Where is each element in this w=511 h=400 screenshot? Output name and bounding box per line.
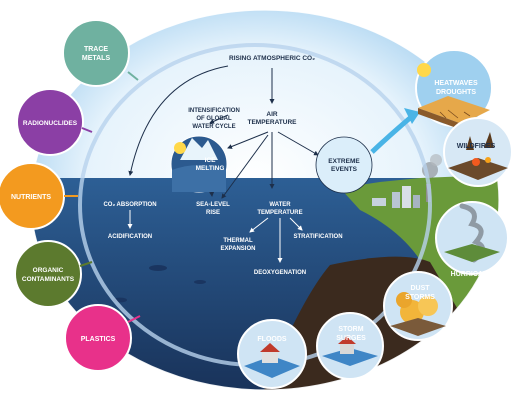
organic-contaminants-label-1: ORGANIC	[33, 267, 64, 274]
acidification-label: ACIDIFICATION	[108, 234, 152, 240]
dust-storms-label-1: DUST	[410, 285, 430, 292]
deoxygenation-label: DEOXYGENATION	[254, 270, 306, 276]
ice-melting-label-2: MELTING	[196, 165, 225, 172]
ice-melting-node	[170, 135, 228, 193]
organic-contaminants-node: ORGANIC CONTAMINANTS	[14, 240, 93, 308]
rising-co2-label: RISING ATMOSPHERIC CO₂	[229, 55, 315, 62]
sea-level-label-2: RISE	[206, 210, 220, 216]
pollutant-circles: TRACE METALS RADIONUCLIDES NUTRIENTS ORG…	[0, 19, 141, 372]
wildfires-bubble: WILDFIRES	[443, 117, 511, 187]
extreme-events-label-2: EVENTS	[331, 166, 358, 173]
house-icon	[340, 344, 354, 354]
center-labels: RISING ATMOSPHERIC CO₂ AIR TEMPERATURE I…	[103, 55, 360, 276]
intensification-label-1: INTENSIFICATION	[188, 108, 240, 114]
plastics-node: PLASTICS	[64, 304, 141, 372]
storm-surges-label-2: SURGES	[336, 335, 366, 342]
heatwaves-label-2: DROUGHTS	[436, 89, 476, 96]
hurricanes-bubble: HURRICANES	[435, 201, 509, 278]
nutrients-node: NUTRIENTS	[0, 162, 78, 230]
heatwaves-bubble: HEATWAVES DROUGHTS	[415, 49, 493, 130]
heat-sun-icon	[417, 63, 431, 77]
heatwaves-label-1: HEATWAVES	[434, 80, 478, 87]
heatwave-arrow	[370, 116, 412, 154]
radionuclides-label: RADIONUCLIDES	[23, 120, 78, 127]
floods-label: FLOODS	[257, 336, 286, 343]
nutrients-label: NUTRIENTS	[11, 194, 51, 201]
event-bubbles: HEATWAVES DROUGHTS WILDFIRES HURRICANES	[237, 49, 511, 389]
trace-metals-node: TRACE METALS	[62, 19, 139, 87]
thermal-expansion-label-1: THERMAL	[223, 238, 253, 244]
co2-absorption-label: CO₂ ABSORPTION	[103, 202, 156, 208]
extreme-events-node	[315, 136, 373, 194]
intensification-label-2: OF GLOBAL	[196, 116, 232, 122]
ice-melting-label-1: ICE	[205, 157, 217, 164]
intensification-label-3: WATER CYCLE	[192, 124, 235, 130]
trace-metals-label-2: METALS	[82, 55, 111, 62]
radionuclides-node: RADIONUCLIDES	[16, 88, 93, 156]
extreme-events-label-1: EXTREME	[328, 158, 360, 165]
dust-storms-bubble: DUST STORMS	[383, 271, 453, 341]
organic-contaminants-label-2: CONTAMINANTS	[22, 276, 75, 283]
air-temp-label-1: AIR	[266, 111, 278, 118]
stratification-label: STRATIFICATION	[293, 234, 342, 240]
trace-metals-label-1: TRACE	[84, 46, 108, 53]
water-temp-label-1: WATER	[269, 202, 291, 208]
hurricanes-label: HURRICANES	[451, 271, 498, 278]
storm-surges-bubble: STORM SURGES	[316, 312, 384, 380]
wildfires-label: WILDFIRES	[457, 143, 496, 150]
iceberg-icon	[180, 138, 218, 160]
thermal-expansion-label-2: EXPANSION	[221, 246, 256, 252]
plastics-label: PLASTICS	[81, 336, 116, 343]
sea-level-label-1: SEA-LEVEL	[196, 202, 230, 208]
dust-storms-label-2: STORMS	[405, 294, 435, 301]
flood-house-icon	[262, 352, 278, 363]
air-temp-label-2: TEMPERATURE	[248, 119, 298, 126]
water-temp-label-2: TEMPERATURE	[257, 210, 302, 216]
storm-surges-label-1: STORM	[338, 326, 363, 333]
fire-icon	[472, 158, 480, 166]
floods-bubble: FLOODS	[237, 319, 307, 389]
sun-icon	[174, 142, 186, 154]
